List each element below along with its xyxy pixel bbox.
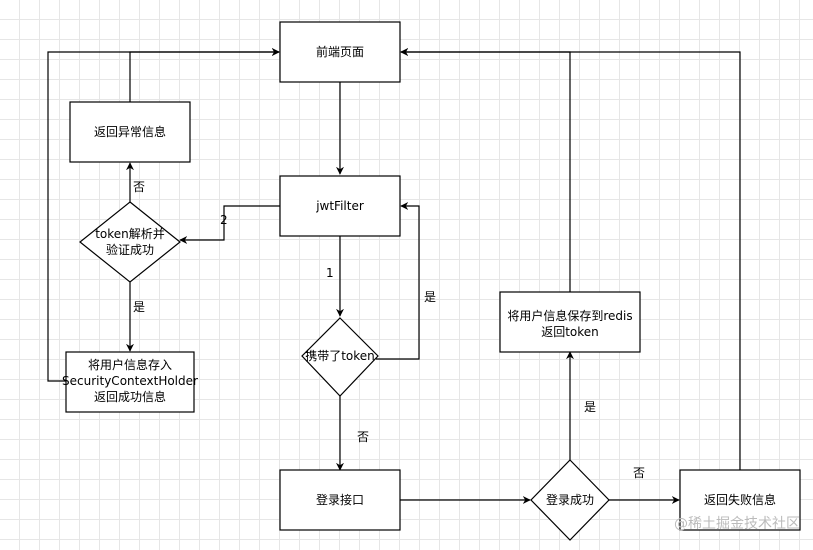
svg-text:jwtFilter: jwtFilter xyxy=(315,199,364,213)
node-token-parse: token解析并 验证成功 xyxy=(79,201,181,283)
svg-text:SecurityContextHolder: SecurityContextHolder xyxy=(62,374,198,388)
label-no-error: 否 xyxy=(133,180,145,194)
node-jwt-filter: jwtFilter xyxy=(279,175,401,237)
label-yes-parse: 是 xyxy=(133,300,145,314)
node-save-redis: 将用户信息保存到redis 返回token xyxy=(499,291,641,353)
svg-text:返回token: 返回token xyxy=(541,325,599,339)
edge-returnerror-to-frontend xyxy=(129,48,280,102)
node-login-api: 登录接口 xyxy=(279,469,401,531)
edge-hastoken-yes-to-jwtfilter xyxy=(376,202,420,360)
edge-labels: 否 2 是 1 是 否 是 否 xyxy=(133,180,645,480)
svg-text:将用户信息存入: 将用户信息存入 xyxy=(88,357,172,372)
node-return-fail: 返回失败信息 xyxy=(679,469,801,531)
svg-text:返回异常信息: 返回异常信息 xyxy=(94,124,166,139)
svg-text:返回成功信息: 返回成功信息 xyxy=(94,389,166,404)
label-no-login: 否 xyxy=(633,466,645,480)
edge-savecontext-to-frontend xyxy=(47,48,280,382)
label-yes-login: 是 xyxy=(584,400,596,414)
watermark: @稀土掘金技术社区 xyxy=(674,516,800,532)
node-frontend: 前端页面 xyxy=(279,21,401,83)
label-one: 1 xyxy=(326,266,334,280)
svg-text:登录接口: 登录接口 xyxy=(316,492,364,507)
svg-text:返回失败信息: 返回失败信息 xyxy=(704,492,776,507)
svg-text:将用户信息保存到redis: 将用户信息保存到redis xyxy=(507,308,632,323)
node-return-error: 返回异常信息 xyxy=(69,101,191,163)
edge-returnfail-to-frontend xyxy=(400,48,741,470)
edge-saveredis-to-frontend xyxy=(400,48,571,292)
edge-jwtfilter-to-tokenparse xyxy=(179,205,280,244)
svg-text:携带了token: 携带了token xyxy=(305,348,375,363)
svg-text:验证成功: 验证成功 xyxy=(106,242,154,257)
label-no-token: 否 xyxy=(357,430,369,444)
label-yes-token: 是 xyxy=(424,290,436,304)
svg-text:token解析并: token解析并 xyxy=(95,227,165,241)
node-save-context: 将用户信息存入 SecurityContextHolder 返回成功信息 xyxy=(62,351,198,413)
node-login-success: 登录成功 xyxy=(530,459,610,541)
svg-text:前端页面: 前端页面 xyxy=(316,44,364,59)
edges xyxy=(47,48,741,504)
label-two: 2 xyxy=(220,213,228,227)
svg-text:登录成功: 登录成功 xyxy=(546,492,594,507)
node-has-token: 携带了token xyxy=(301,317,379,397)
